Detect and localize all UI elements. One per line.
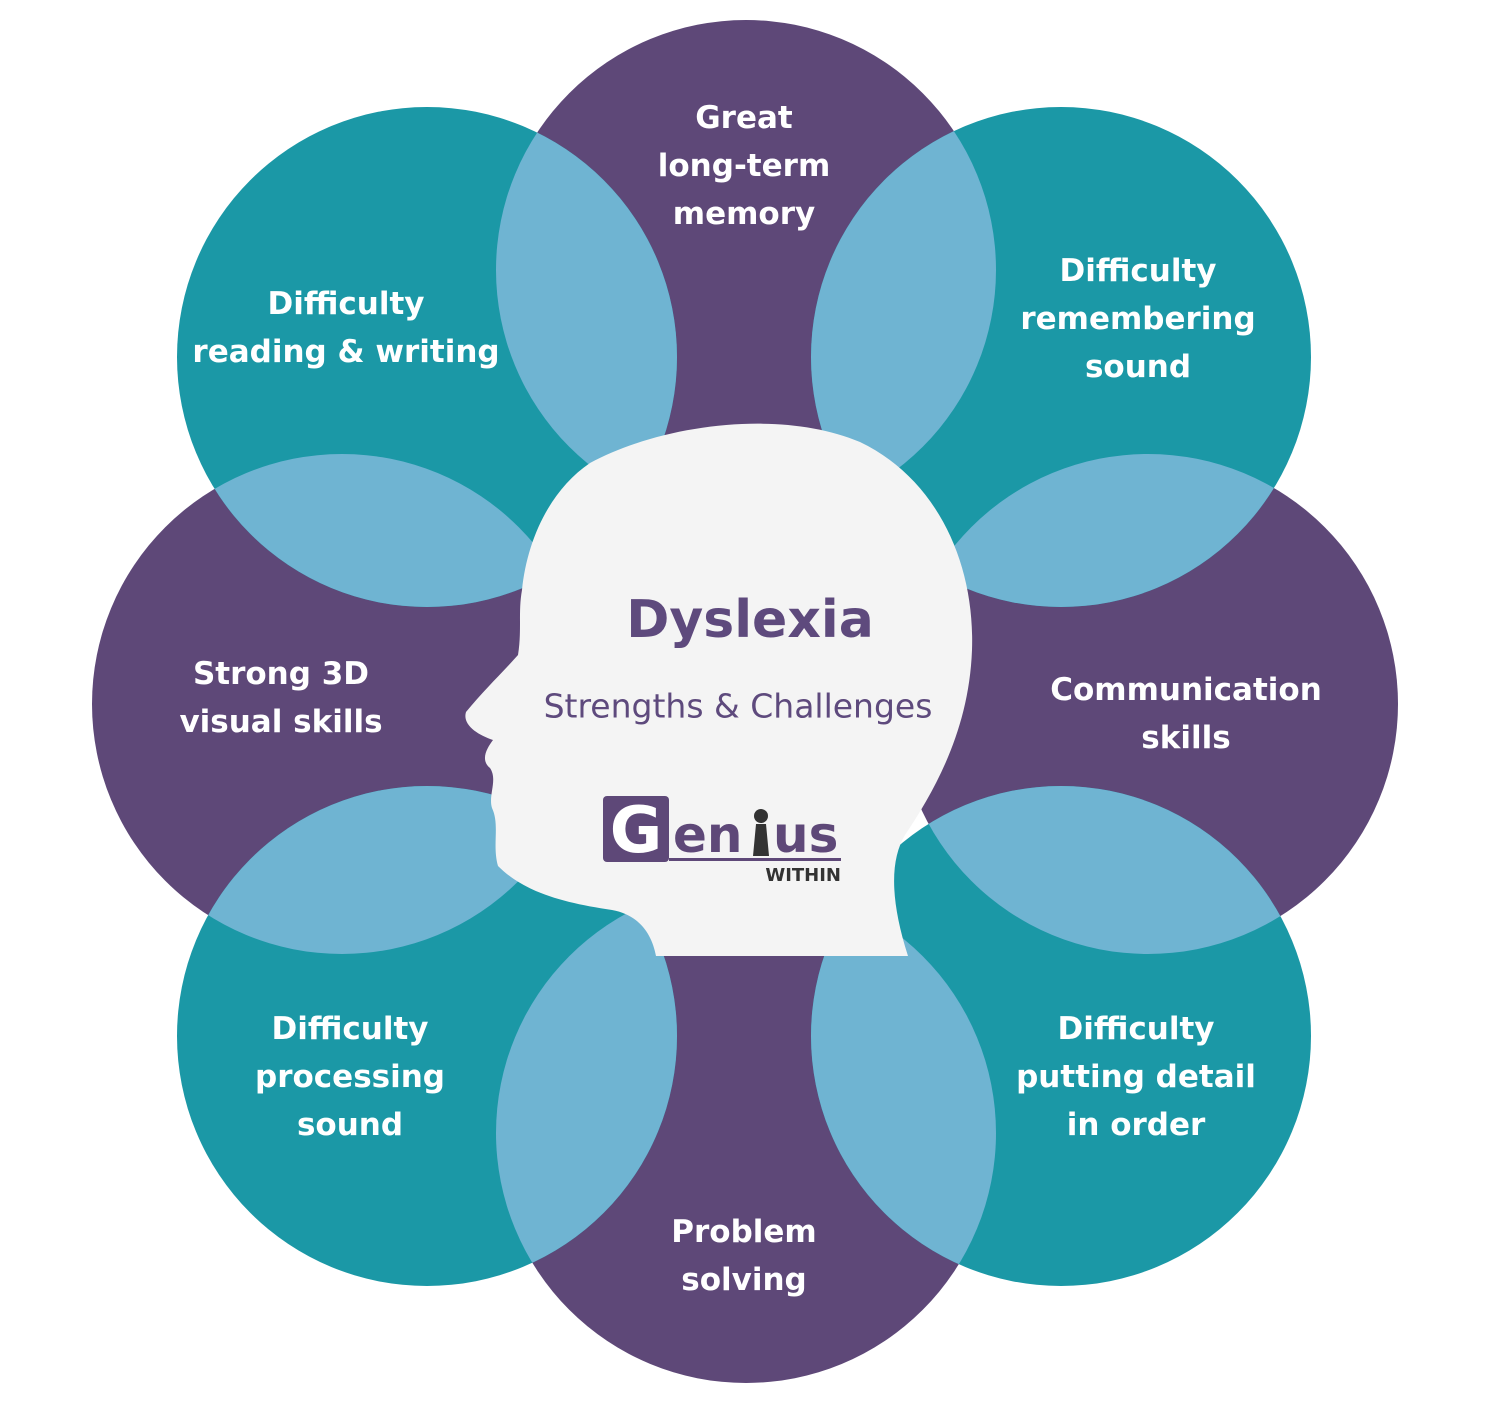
petal-label-top-left: Difficulty reading & writing <box>192 286 500 370</box>
genius-within-logo: G en us WITHIN <box>603 796 841 886</box>
center-subtitle: Strengths & Challenges <box>543 686 933 726</box>
svg-text:G: G <box>610 796 663 868</box>
petal-label-top: Great long-term memory <box>657 100 831 232</box>
petal-label-left: Strong 3D visual skills <box>179 656 383 740</box>
petal-label-bottom-left: Difficulty processing sound <box>255 1011 445 1143</box>
svg-text:en: en <box>673 806 743 864</box>
petal-label-top-right: Difficulty remembering sound <box>1020 253 1256 385</box>
center-title: Dyslexia <box>626 590 874 650</box>
head-silhouette-icon <box>465 423 973 956</box>
svg-text:WITHIN: WITHIN <box>765 865 841 886</box>
petal-label-bottom-right: Difficulty putting detail in order <box>1016 1011 1256 1143</box>
petal-label-bottom: Problem solving <box>671 1214 817 1298</box>
petal-label-right: Communication skills <box>1050 672 1322 756</box>
svg-text:us: us <box>773 806 838 864</box>
